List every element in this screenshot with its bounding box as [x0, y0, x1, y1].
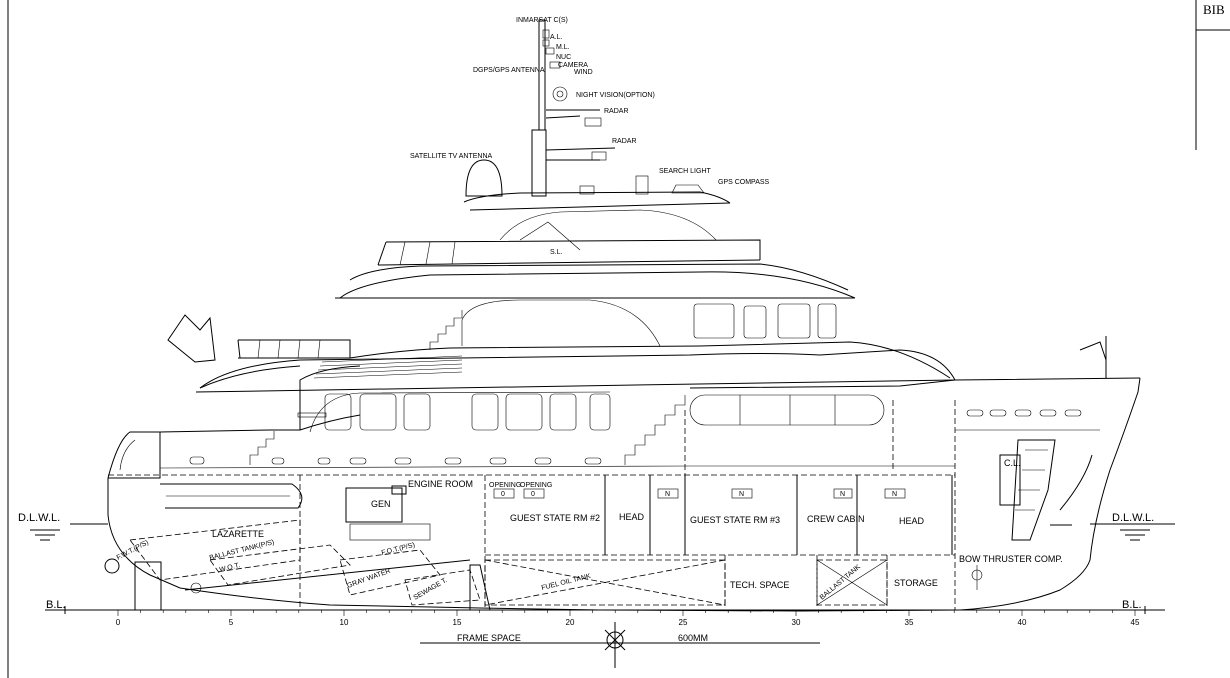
label-night-vision: NIGHT VISION(OPTION)	[576, 92, 655, 99]
waterline-labels: D.L.W.L. D.L.W.L. B.L. B.L.	[18, 512, 1154, 611]
frame-tick-label: 10	[340, 618, 349, 627]
label-gen: GEN	[371, 499, 391, 509]
label-satellite-tv: SATELLITE TV ANTENNA	[410, 153, 493, 160]
frame-tick-label: 30	[792, 618, 801, 627]
frame-tick-label: 45	[1131, 618, 1140, 627]
label-opening-2: OPENING	[520, 482, 552, 489]
frame-space-labels: FRAME SPACE 600MM	[457, 633, 708, 643]
label-camera: CAMERA	[558, 62, 588, 69]
tank-labels: BALLAST TANK(P/S) F.W.T.(P/S) W.O.T. GRA…	[116, 539, 863, 602]
label-lazarette: LAZARETTE	[212, 529, 264, 539]
label-fot: F.O.T.(P/S)	[381, 542, 416, 557]
label-cl: C.L.	[1004, 458, 1021, 468]
louvre-vents	[313, 355, 463, 379]
svg-text:N: N	[739, 491, 744, 498]
label-nuc: NUC	[556, 54, 571, 61]
label-wot: W.O.T.	[219, 562, 241, 574]
label-ballast-ps: BALLAST TANK(P/S)	[209, 539, 275, 562]
label-frame-space-value: 600MM	[678, 633, 708, 643]
label-storage: STORAGE	[894, 578, 938, 588]
frame-tick-label: 20	[566, 618, 575, 627]
mast-labels: INMARSAT C(S) A.L. M.L. NUC CAMERA WIND …	[410, 17, 770, 256]
svg-text:0: 0	[531, 491, 535, 498]
label-inmarsat: INMARSAT C(S)	[516, 17, 568, 24]
label-radar-lower: RADAR	[612, 138, 637, 145]
label-opening-1: OPENING	[489, 482, 521, 489]
compartment-labels: ENGINE ROOM GEN LAZARETTE OPENING OPENIN…	[212, 458, 1063, 590]
label-sl: S.L.	[550, 249, 563, 256]
frame-tick-label: 5	[229, 618, 234, 627]
label-ballast-fwd: BALLAST TANK	[819, 563, 862, 601]
frame-space-dimension	[420, 622, 820, 668]
mast	[531, 19, 705, 197]
title-block: BIB	[1195, 0, 1230, 150]
label-dlwl-left: D.L.W.L.	[18, 512, 60, 524]
svg-text:0: 0	[501, 491, 505, 498]
label-gps-compass: GPS COMPASS	[718, 179, 770, 186]
label-wind: WIND	[574, 69, 593, 76]
label-guest-rm3: GUEST STATE RM #3	[690, 515, 780, 525]
frame-tick-label: 35	[905, 618, 914, 627]
label-dgps: DGPS/GPS ANTENNA	[473, 67, 545, 74]
label-head-fwd: HEAD	[899, 516, 925, 526]
main-deck-windows	[309, 391, 885, 433]
waterlines	[30, 523, 1175, 614]
frame-scale: 0 5 10 15 20 25 30 35 40 45	[116, 610, 1140, 627]
label-bl-left: B.L.	[46, 599, 66, 611]
superstructure	[167, 159, 1107, 465]
label-frame-space: FRAME SPACE	[457, 633, 521, 643]
label-head-aft: HEAD	[619, 512, 645, 522]
svg-text:N: N	[665, 491, 670, 498]
label-engine-room: ENGINE ROOM	[408, 479, 473, 489]
label-al: A.L.	[550, 34, 563, 41]
label-radar-upper: RADAR	[604, 108, 629, 115]
interior-layout: 0 0 N N N N	[104, 400, 1056, 611]
label-crew-cabin: CREW CABIN	[807, 514, 865, 524]
label-guest-rm2: GUEST STATE RM #2	[510, 513, 600, 523]
label-bl-right: B.L.	[1122, 599, 1142, 611]
title-block-text: BIB	[1203, 2, 1225, 17]
svg-text:N: N	[840, 491, 845, 498]
hull-portholes	[189, 409, 1082, 465]
frame-tick-label: 15	[453, 618, 462, 627]
label-search-light: SEARCH LIGHT	[659, 168, 711, 175]
label-sewage: SEWAGE T.	[413, 577, 449, 602]
label-dlwl-right: D.L.W.L.	[1112, 512, 1154, 524]
frame-tick-label: 40	[1018, 618, 1027, 627]
frame-tick-label: 25	[679, 618, 688, 627]
label-bow-thruster: BOW THRUSTER COMP.	[959, 554, 1063, 564]
label-ml: M.L.	[556, 44, 570, 51]
hull	[107, 377, 1141, 612]
frame-tick-label: 0	[116, 618, 121, 627]
label-fuel-oil: FUEL OIL TANK	[541, 573, 592, 592]
label-tech-space: TECH. SPACE	[730, 580, 789, 590]
svg-text:N: N	[892, 491, 897, 498]
